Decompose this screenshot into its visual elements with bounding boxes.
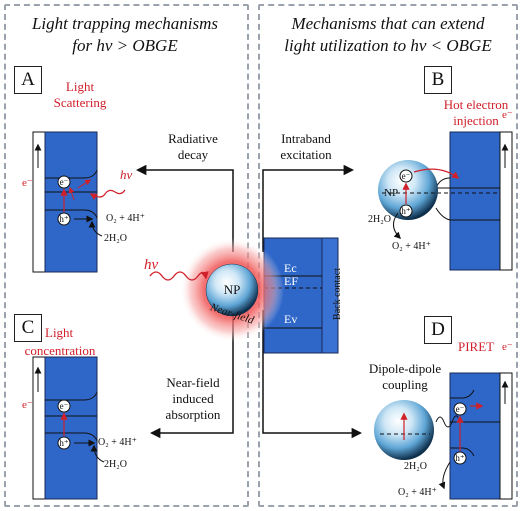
ec-label: Ec	[284, 261, 297, 275]
panel-b-hole: h⁺	[401, 206, 411, 216]
panel-b-label-line2: injection	[453, 113, 499, 128]
panel-b-oxygen: O₂ + 4H⁺	[392, 241, 431, 252]
panel-c-label-line2: concentration	[24, 343, 96, 358]
panel-a-label-line1: Light	[65, 79, 95, 94]
right-title-line1: Mechanisms that can extend	[291, 14, 485, 33]
center-semiconductor	[263, 237, 339, 354]
ev-label: Ev	[284, 312, 298, 326]
panel-a-e-out: e⁻	[22, 177, 33, 189]
panel-b-label-line1: Hot electron	[443, 97, 509, 112]
panel-a-letter: A	[14, 66, 42, 94]
panel-b-graphic	[378, 131, 513, 271]
intraband-line1: Intraband	[281, 131, 331, 146]
panel-a-water: 2H₂O	[104, 233, 127, 244]
panel-b-electron: e⁻	[401, 171, 411, 181]
center-nanoparticle	[205, 263, 259, 317]
panel-c-graphic	[32, 356, 105, 500]
radiative-decay-line1: Radiative	[168, 131, 218, 146]
panel-d-e-out: e⁻	[502, 341, 513, 353]
panel-d-graphic	[374, 372, 513, 500]
near-field-abs-line2: induced	[172, 391, 214, 406]
panel-a-hole: h⁺	[59, 214, 69, 224]
panel-d-coupling-line2: coupling	[382, 377, 428, 392]
ef-label: EF	[284, 274, 299, 288]
panel-c-electron: e⁻	[59, 401, 69, 411]
panel-c-hole: h⁺	[59, 438, 69, 448]
panel-c-label-line1: Light	[45, 325, 74, 340]
connector-lines	[135, 164, 363, 439]
back-contact-label: Back contact	[332, 268, 343, 320]
panel-c-letter: C	[14, 314, 42, 342]
near-field-abs-line1: Near-field	[166, 375, 220, 390]
center-hv-wave	[149, 271, 209, 281]
panel-b-e-out: e⁻	[502, 109, 513, 121]
center-np-label: NP	[223, 282, 241, 297]
panel-d-water: 2H₂O	[404, 461, 427, 472]
left-title-line2: for hν > OBGE	[72, 36, 178, 55]
panel-a-label-line2: Scattering	[53, 95, 107, 110]
intraband-line2: excitation	[280, 147, 332, 162]
panel-a-oxygen: O₂ + 4H⁺	[106, 213, 145, 224]
panel-b-water: 2H₂O	[368, 214, 391, 225]
panel-d-letter: D	[424, 316, 452, 344]
left-title-line1: Light trapping mechanisms	[31, 14, 219, 33]
panel-d-oxygen: O₂ + 4H⁺	[398, 487, 437, 498]
panel-d-coupling-line1: Dipole-dipole	[368, 361, 442, 376]
center-hv-label: hν	[144, 257, 159, 273]
near-field-abs-line3: absorption	[165, 407, 221, 422]
panel-c-water: 2H₂O	[104, 459, 127, 470]
panel-c-e-out: e⁻	[22, 399, 33, 411]
panel-c-oxygen: O₂ + 4H⁺	[98, 437, 137, 448]
panel-d-label: PIRET	[458, 339, 495, 354]
panel-a-electron: e⁻	[59, 177, 69, 187]
panel-b-np: NP	[384, 187, 399, 199]
panel-a-hv: hν	[120, 167, 133, 182]
panel-a-graphic	[32, 131, 126, 273]
right-title-line2: light utilization to hν < OBGE	[284, 36, 492, 55]
panel-d-electron: e⁻	[455, 404, 465, 414]
radiative-decay-line2: decay	[177, 147, 209, 162]
panel-d-hole: h⁺	[455, 453, 465, 463]
panel-b-letter: B	[424, 66, 452, 94]
